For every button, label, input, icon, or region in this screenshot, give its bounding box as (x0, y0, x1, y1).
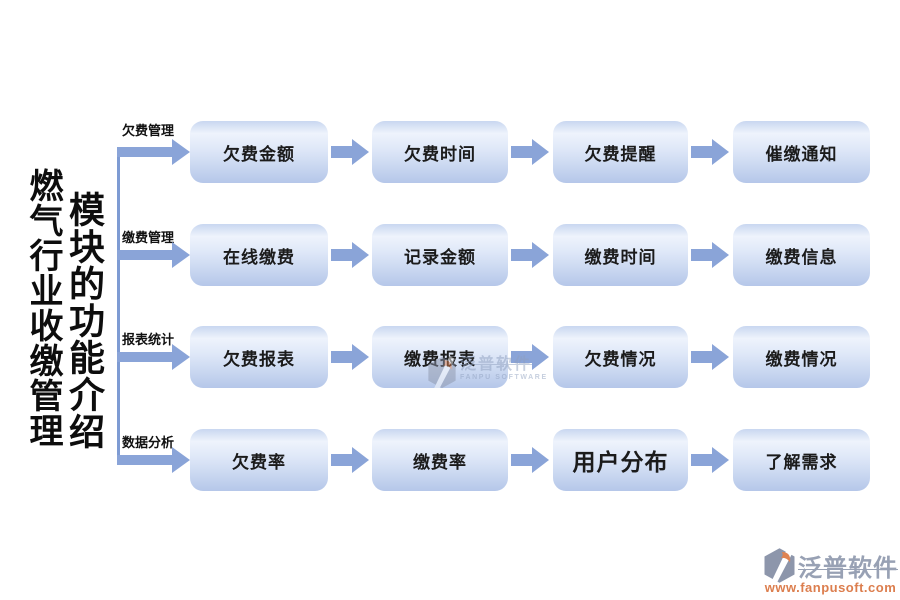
flow-arrow-icon (511, 139, 549, 165)
watermark-subtitle-text: FANPU SOFTWARE (460, 374, 548, 382)
fanpu-logo-icon (764, 547, 795, 584)
branch-arrow-icon (117, 139, 190, 165)
branch-label-data-analysis: 数据分析 (122, 435, 175, 450)
watermark-url-text: www.fanpusoft.com (764, 580, 897, 595)
flow-node: 欠费时间 (372, 121, 508, 183)
branch-arrow-icon (117, 242, 190, 268)
center-watermark: 泛普软件 FANPU SOFTWARE (427, 356, 548, 389)
branch-arrow-icon (117, 344, 190, 370)
branch-arrow-icon (117, 447, 190, 473)
flow-node: 欠费提醒 (553, 121, 688, 183)
branch-label-report-statistics: 报表统计 (122, 332, 175, 347)
flow-node: 催缴通知 (733, 121, 870, 183)
flow-node: 了解需求 (733, 429, 870, 491)
flow-node: 欠费金额 (190, 121, 328, 183)
flow-arrow-icon (691, 344, 729, 370)
branch-label-arrears-management: 欠费管理 (122, 123, 175, 138)
flow-node: 在线缴费 (190, 224, 328, 286)
flow-arrow-icon (691, 242, 729, 268)
flow-arrow-icon (331, 344, 369, 370)
flow-node: 记录金额 (372, 224, 508, 286)
flow-node: 缴费时间 (553, 224, 688, 286)
flow-node: 缴费信息 (733, 224, 870, 286)
flow-node: 欠费情况 (553, 326, 688, 388)
flow-node: 缴费率 (372, 429, 508, 491)
flow-arrow-icon (331, 242, 369, 268)
corner-watermark: 泛普软件 www.fanpusoft.com (763, 547, 898, 595)
flow-arrow-icon (691, 139, 729, 165)
connector-trunk-line (117, 147, 120, 465)
flow-arrow-icon (511, 344, 549, 370)
diagram-title-primary: 燃气行业收缴管理 (24, 168, 61, 448)
flow-node: 欠费报表 (190, 326, 328, 388)
watermark-brand-text: 泛普软件 (460, 356, 533, 373)
watermark-brand-text: 泛普软件 (798, 555, 898, 582)
flow-arrow-icon (331, 139, 369, 165)
flow-arrow-icon (511, 242, 549, 268)
flow-node: 缴费情况 (733, 326, 870, 388)
flow-arrow-icon (691, 447, 729, 473)
diagram-title-secondary: 模块的功能介绍 (64, 191, 104, 450)
fanpu-logo-icon (428, 356, 456, 389)
flow-arrow-icon (511, 447, 549, 473)
flow-node: 欠费率 (190, 429, 328, 491)
branch-label-payment-management: 缴费管理 (122, 230, 175, 245)
flow-arrow-icon (331, 447, 369, 473)
flow-node: 用户分布 (553, 429, 688, 491)
